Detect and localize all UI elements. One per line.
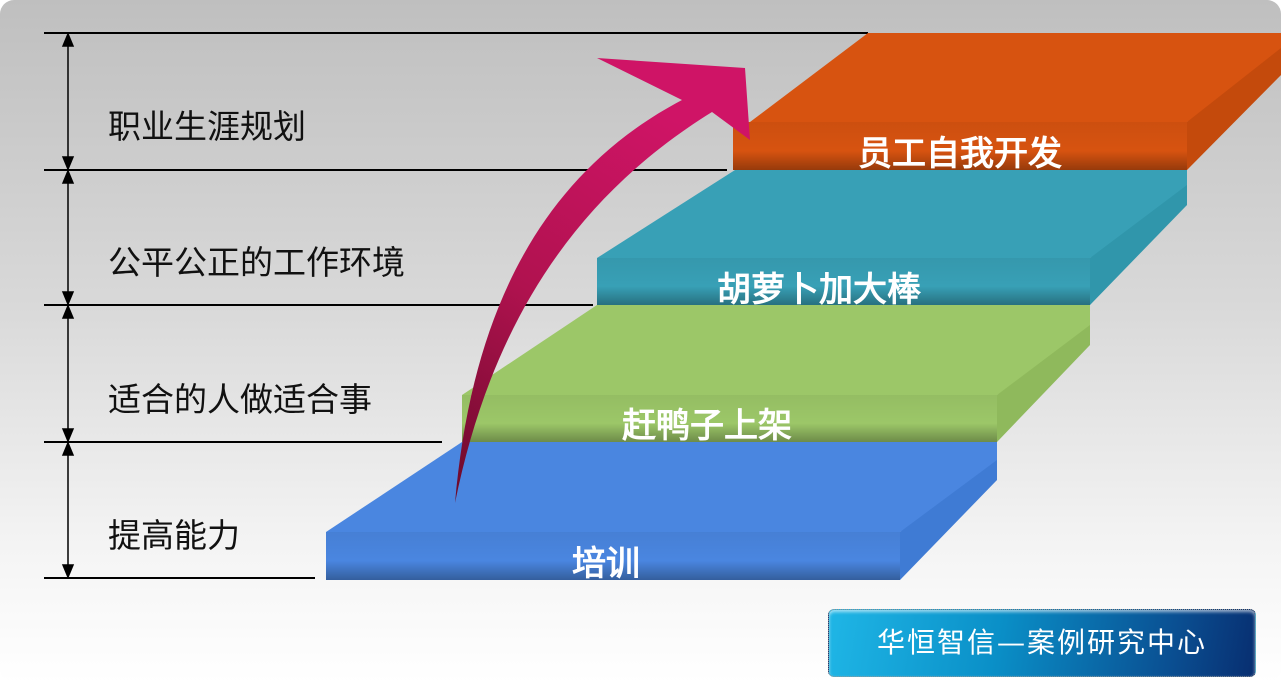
- step-1: [733, 33, 1281, 170]
- dimension-arrow-2: [61, 169, 75, 306]
- dimension-arrow-1: [61, 32, 75, 171]
- step-label-1: 员工自我开发: [858, 134, 1062, 174]
- level-label-4: 提高能力: [108, 516, 240, 555]
- guide-lines: [44, 32, 868, 579]
- growth-arrow: [455, 58, 750, 503]
- dimension-arrows: [61, 32, 75, 579]
- step-label-3: 赶鸭子上架: [622, 406, 792, 446]
- dimension-arrow-3: [61, 304, 75, 443]
- step-4: [326, 442, 997, 580]
- level-label-3: 适合的人做适合事: [108, 380, 372, 419]
- step-label-2: 胡萝卜加大棒: [717, 270, 921, 310]
- step-2: [597, 170, 1187, 305]
- dimension-arrow-4: [61, 441, 75, 579]
- source-badge: 华恒智信—案例研究中心: [828, 609, 1256, 677]
- step-label-4: 培训: [572, 544, 640, 584]
- level-label-2: 公平公正的工作环境: [108, 243, 405, 282]
- level-label-1: 职业生涯规划: [108, 107, 306, 146]
- step-3: [462, 305, 1090, 442]
